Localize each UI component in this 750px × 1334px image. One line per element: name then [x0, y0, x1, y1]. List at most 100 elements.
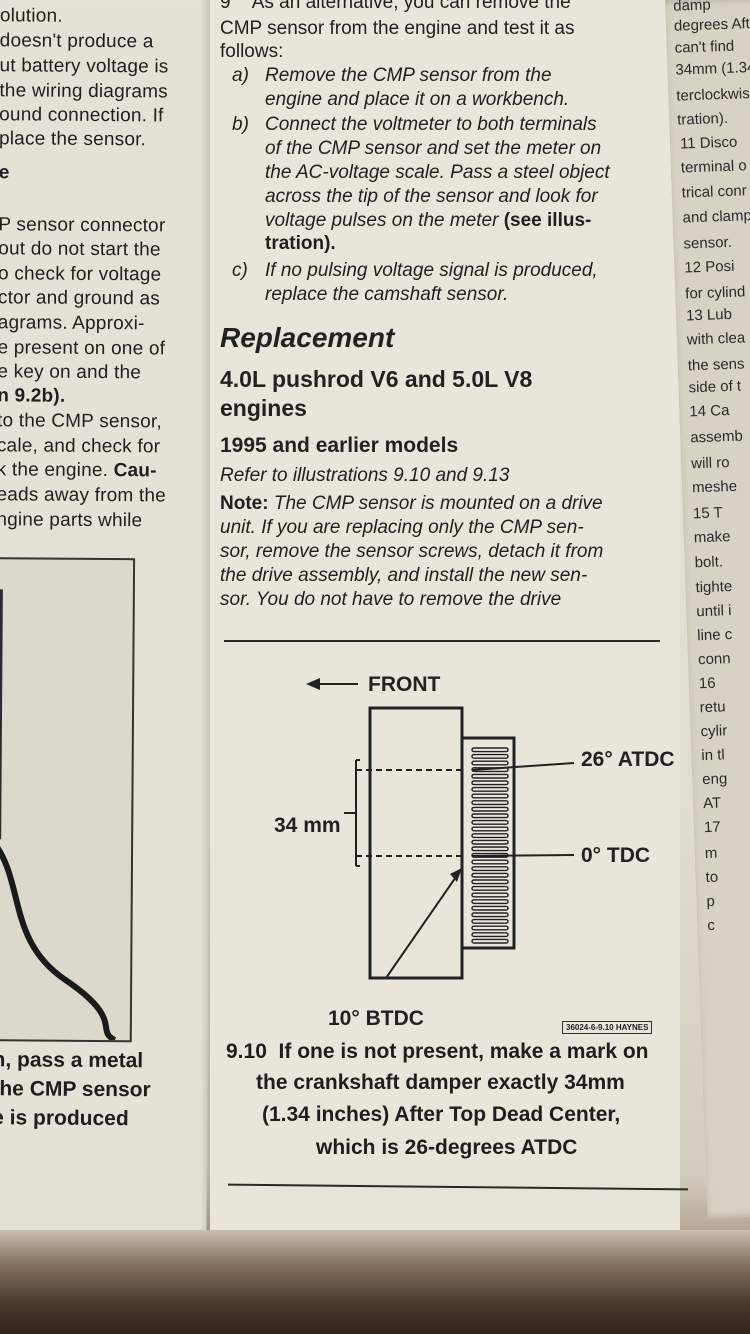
left-line: ut battery voltage is [0, 55, 169, 78]
damper-tooth [471, 892, 509, 898]
step-b-line: across the tip of the sensor and look fo… [265, 186, 598, 207]
right-line: will ro [690, 454, 730, 473]
damper-tooth [471, 819, 509, 825]
engines-heading: 4.0L pushrod V6 and 5.0L V8 [220, 366, 533, 392]
damper-tooth [471, 846, 509, 852]
step-c-label: c) [232, 260, 248, 281]
replacement-heading: Replacement [220, 322, 395, 353]
step-b-line: the AC-voltage scale. Pass a steel objec… [265, 162, 610, 183]
right-line: cylir [700, 722, 728, 741]
damper-tooth [471, 912, 509, 918]
step-9-line: follows: [220, 41, 284, 62]
btdc-label: 10° BTDC [328, 1007, 424, 1030]
step-c-line: replace the camshaft sensor. [265, 284, 509, 305]
right-line: 12 Posi [684, 257, 735, 277]
left-line: the wiring diagrams [0, 80, 168, 103]
note-line: unit. If you are replacing only the CMP … [220, 517, 584, 538]
damper-tooth [471, 833, 509, 839]
models-heading: 1995 and earlier models [220, 434, 459, 457]
step-b-line: Connect the voltmeter to both terminals [265, 114, 597, 135]
right-line: m [704, 844, 718, 863]
figure-bottom-rule [228, 1183, 688, 1191]
damper-tooth [471, 806, 509, 812]
step-a-line: Remove the CMP sensor from the [265, 65, 552, 86]
damper-tooth [471, 859, 509, 865]
right-line: 14 Ca [689, 402, 730, 421]
left-line: to the CMP sensor, [0, 410, 162, 433]
left-line: out do not start the [0, 238, 161, 261]
left-caption-line: the CMP sensor [0, 1077, 151, 1102]
damper-tooth [471, 793, 509, 799]
multimeter-image [0, 588, 117, 1043]
right-line: conn [697, 650, 731, 669]
right-line: 11 Disco [679, 133, 738, 153]
figure-code-tag: 36024-6-9.10 HAYNES [562, 1021, 653, 1034]
damper-tooth [471, 879, 509, 885]
note-line: sor, remove the sensor screws, detach it… [220, 541, 604, 562]
step-a-line: engine and place it on a workbench. [265, 89, 570, 110]
step-c-line: If no pulsing voltage signal is produced… [265, 260, 598, 281]
right-line: tration). [676, 109, 729, 129]
left-line: e key on and the [0, 361, 142, 384]
step-b-line: of the CMP sensor and set the meter on [265, 138, 602, 159]
step-b-line: tration). [265, 233, 336, 254]
note-line: sor. You do not have to remove the drive [220, 589, 562, 610]
damper-tooth [471, 905, 509, 911]
damper-tooth [471, 800, 509, 806]
damper-tooth [471, 899, 509, 905]
right-line: terclockwis [676, 85, 750, 105]
multimeter-photo [0, 556, 136, 1043]
left-line: k the engine. Cau- [0, 459, 157, 482]
right-line: 13 Lub [685, 305, 733, 325]
damper-tooth [471, 826, 509, 832]
right-line: 17 [703, 818, 721, 837]
note-line: Note: The CMP sensor is mounted on a dri… [220, 493, 603, 514]
book-bottom-edge [0, 1230, 750, 1334]
left-line: o check for voltage [0, 263, 162, 286]
right-line: for cylind [684, 283, 746, 303]
left-caption-line: e is produced [0, 1106, 129, 1131]
right-line: until i [696, 602, 732, 621]
left-line: agrams. Approxi- [0, 312, 145, 335]
damper-tooth [471, 773, 509, 779]
damper-tooth [471, 813, 509, 819]
right-line: degrees Aft [673, 15, 750, 35]
right-line: 34mm (1.34 [675, 58, 750, 79]
left-line: doesn't produce a [0, 30, 154, 53]
measurement-label: 34 mm [274, 814, 341, 837]
step-b-label: b) [232, 114, 249, 135]
right-line: damp [672, 0, 712, 15]
left-line: place the sensor. [0, 128, 147, 151]
damper-tooth [471, 760, 509, 766]
tdc-label: 0° TDC [581, 844, 651, 867]
front-label: FRONT [368, 673, 441, 696]
damper-tooth [471, 918, 509, 924]
right-line: assemb [690, 427, 744, 447]
right-line: 15 T [692, 504, 723, 523]
right-line: AT [702, 794, 722, 813]
right-line: the sens [687, 355, 745, 375]
figure-caption-line: the crankshaft damper exactly 34mm [256, 1071, 625, 1094]
atdc-label: 26° ATDC [581, 748, 675, 771]
right-line: in tl [701, 746, 726, 765]
figure-caption-line: which is 26-degrees ATDC [316, 1136, 578, 1159]
right-line: meshe [691, 477, 738, 497]
crankshaft-damper-diagram [306, 678, 575, 980]
right-line: terminal o [680, 157, 747, 177]
note-line: the drive assembly, and install the new … [220, 565, 588, 586]
damper-tooth [471, 747, 509, 753]
middle-page: 9 As an alternative, you can remove the … [210, 0, 688, 1240]
step-9-line: CMP sensor from the engine and test it a… [220, 18, 575, 39]
damper-tooth [471, 780, 509, 786]
right-line: bolt. [694, 553, 724, 572]
left-line: P sensor connector [0, 214, 166, 237]
left-line: ctor and ground as [0, 287, 161, 310]
right-line: and clamp [682, 207, 750, 227]
left-heading-fragment: e [0, 162, 10, 184]
damper-tooth [471, 938, 509, 944]
damper-tooth [471, 872, 509, 878]
left-caption-line: h, pass a metal [0, 1048, 144, 1073]
damper-tooth [471, 866, 509, 872]
step-b-line: voltage pulses on the meter (see illus- [265, 210, 592, 231]
right-line: sensor. [683, 233, 733, 253]
